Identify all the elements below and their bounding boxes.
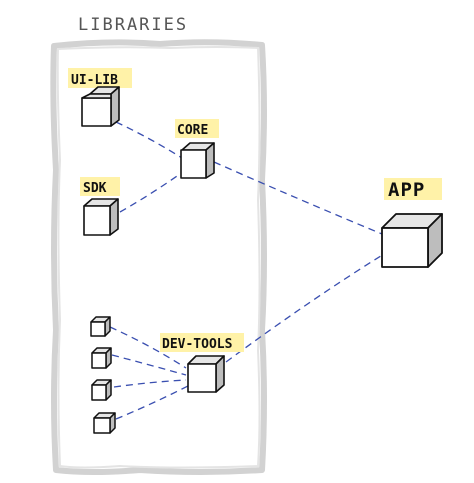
- edge-tool1-devtools: [109, 326, 187, 369]
- edge-devtools-app: [225, 253, 385, 363]
- dev-tools-label-highlight: [160, 333, 244, 352]
- app-label-highlight: [384, 178, 442, 200]
- sdk-label: SDK: [83, 181, 107, 196]
- tool-cube-2-icon[interactable]: [91, 347, 112, 369]
- ui-lib-cube-icon[interactable]: [81, 86, 120, 127]
- tool-cube-1-icon[interactable]: [90, 316, 111, 337]
- ui-lib-label: UI-LIB: [71, 73, 118, 88]
- edge-core-app: [213, 161, 383, 235]
- dev-tools-label: DEV-TOOLS: [162, 337, 233, 352]
- app-cube-icon[interactable]: [381, 213, 443, 268]
- dev-tools-cube-icon[interactable]: [187, 355, 225, 393]
- libraries-group-title: LIBRARIES: [78, 15, 188, 35]
- sdk-label-highlight: [80, 177, 120, 196]
- edge-ui-lib-core: [115, 121, 183, 159]
- core-cube-icon[interactable]: [180, 142, 215, 179]
- edge-tool4-devtools: [115, 385, 189, 420]
- edges: [109, 121, 385, 420]
- tool-cube-3-icon[interactable]: [91, 379, 112, 401]
- sdk-cube-icon[interactable]: [83, 198, 119, 236]
- ui-lib-label-highlight: [68, 68, 132, 88]
- edge-sdk-core: [119, 173, 181, 213]
- core-label: CORE: [177, 123, 208, 138]
- edge-tool2-devtools: [111, 354, 187, 376]
- libraries-group-boundary-inner: [56, 46, 261, 469]
- tool-cube-4-icon[interactable]: [93, 412, 116, 434]
- core-label-highlight: [175, 119, 219, 138]
- edge-tool3-devtools: [113, 379, 187, 388]
- app-label: APP: [388, 179, 425, 201]
- libraries-group-boundary: [50, 39, 267, 475]
